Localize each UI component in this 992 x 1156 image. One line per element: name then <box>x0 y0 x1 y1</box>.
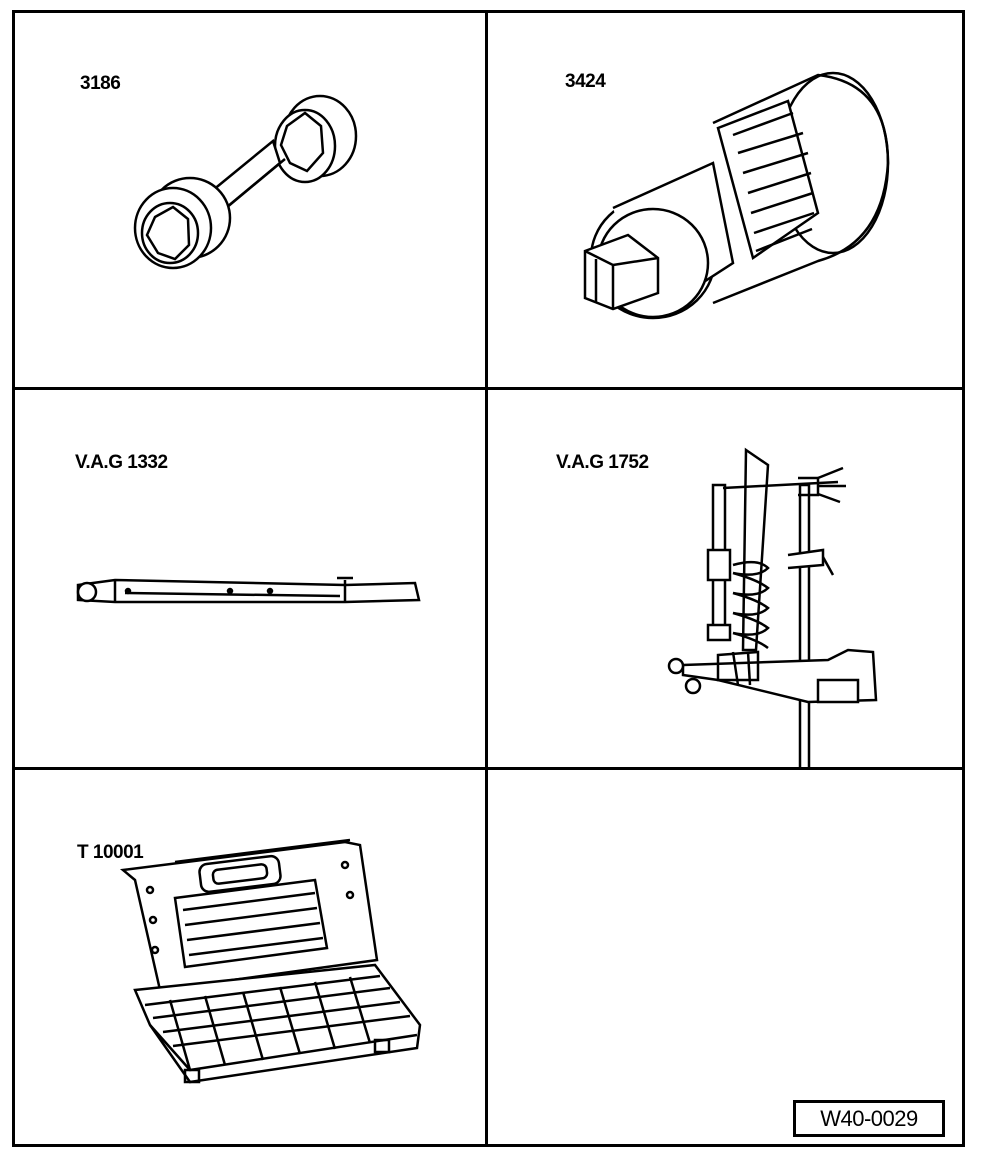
tool-label: 3424 <box>565 71 606 92</box>
tool-cell-empty <box>488 770 962 1147</box>
flare-nut-socket-icon <box>15 13 485 387</box>
tool-label: T 10001 <box>77 842 144 863</box>
tool-cell-vag-1332: V.A.G 1332 <box>15 390 485 767</box>
torque-wrench-icon <box>15 390 485 767</box>
tool-cell-3186: 3186 <box>15 13 485 387</box>
grid-divider-vertical <box>485 10 488 1147</box>
splined-socket-adapter-icon <box>488 13 962 387</box>
reference-code: W40-0029 <box>793 1100 945 1137</box>
outer-frame <box>12 10 965 1147</box>
tool-cell-t-10001: T 10001 <box>15 770 485 1147</box>
tool-label: V.A.G 1752 <box>556 452 649 473</box>
grid-divider-row-2 <box>12 767 965 770</box>
tool-label: V.A.G 1332 <box>75 452 168 473</box>
spring-compressor-icon <box>488 390 962 767</box>
grid-divider-row-1 <box>12 387 965 390</box>
tool-label: 3186 <box>80 73 121 94</box>
tool-case-icon <box>15 770 485 1147</box>
tool-cell-3424: 3424 <box>488 13 962 387</box>
tool-cell-vag-1752: V.A.G 1752 <box>488 390 962 767</box>
